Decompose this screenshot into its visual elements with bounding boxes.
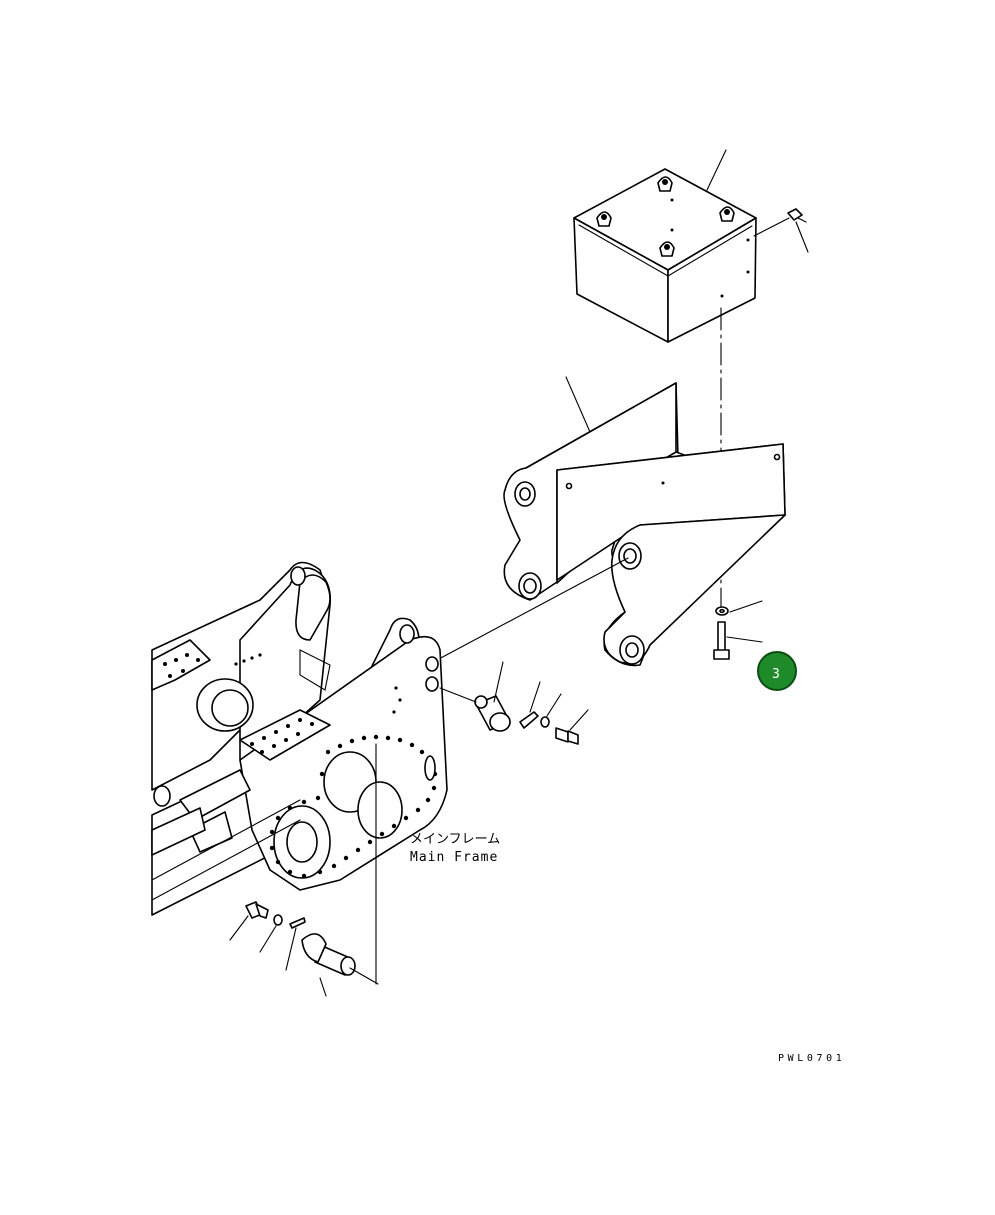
leader-line-lower-bolt [229,915,249,941]
callout-number: 3 [772,667,780,682]
assembly-line-lower-pin-2 [349,967,379,985]
lock-plate [519,681,541,729]
lifting-lug [596,211,612,227]
leader-line-mounting-bracket [565,376,591,433]
leader-line-washer [729,600,763,613]
mounting-bracket [503,376,786,667]
assembly-line-pin [439,687,477,703]
leader-line-bolt [726,636,763,643]
leader-line-screw-to-box [753,217,790,237]
leader-line-lock-bolt [569,709,589,731]
lifting-lug [659,241,675,257]
leader-line-lock-washer [546,693,562,717]
callout-circle[interactable] [757,651,797,691]
drawing-code: PWL0701 [778,1053,845,1064]
box-screw [753,208,809,253]
lifting-lug [719,206,735,222]
leader-line-lower-plate [285,927,297,971]
leader-line-lock-plate [529,681,541,713]
leader-line-box-screw [795,221,809,253]
assembly-line-bracket-frame [436,557,629,661]
leader-line-lower-pin [319,977,327,997]
pivot-pin [439,661,511,732]
lower-lock-washer [259,914,283,953]
bolt [713,621,763,660]
callout-marker[interactable]: 3 [757,651,797,691]
washer [715,600,763,616]
frame-label-en: Main Frame [410,850,498,865]
lower-pivot-pin [301,743,379,997]
leader-line-battery-box [706,149,727,191]
main-frame [151,561,448,916]
lower-lock-bolt [229,901,269,941]
frame-label-jp: メインフレーム [410,832,500,847]
lock-bolt [555,709,589,745]
lifting-lug [657,176,673,192]
lock-washer [540,693,562,728]
leader-line-lower-washer [259,925,277,953]
leader-line-pivot-pin [493,661,504,703]
lower-lock-plate [285,917,306,971]
battery-box [573,149,757,343]
